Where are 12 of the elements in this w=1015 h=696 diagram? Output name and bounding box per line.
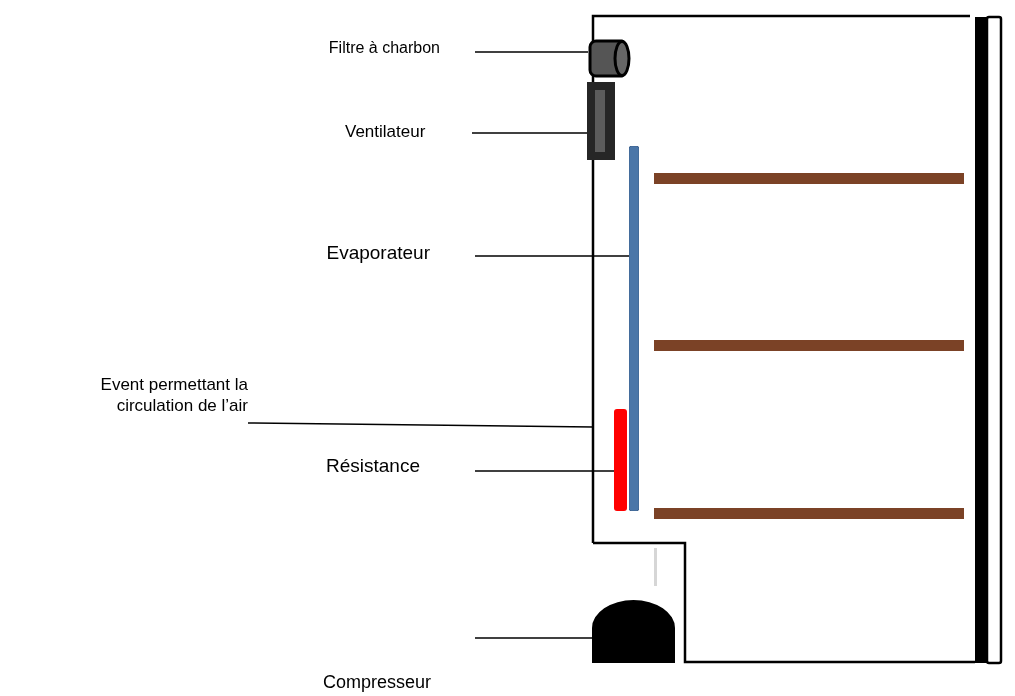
part-label: Compresseur bbox=[323, 671, 432, 694]
leader-line bbox=[474, 255, 630, 257]
part-label: Filtre à charbon bbox=[328, 38, 440, 58]
leader-line bbox=[247, 422, 594, 428]
leader-line bbox=[474, 637, 594, 639]
part-label: Résistance bbox=[326, 454, 420, 478]
leader-line bbox=[471, 132, 588, 134]
part-label: Ventilateur bbox=[345, 121, 426, 143]
leader-line bbox=[474, 470, 615, 472]
part-label: Event permettant la circulation de l’air bbox=[99, 374, 248, 417]
part-label: Evaporateur bbox=[326, 241, 430, 265]
leader-line bbox=[474, 51, 589, 53]
